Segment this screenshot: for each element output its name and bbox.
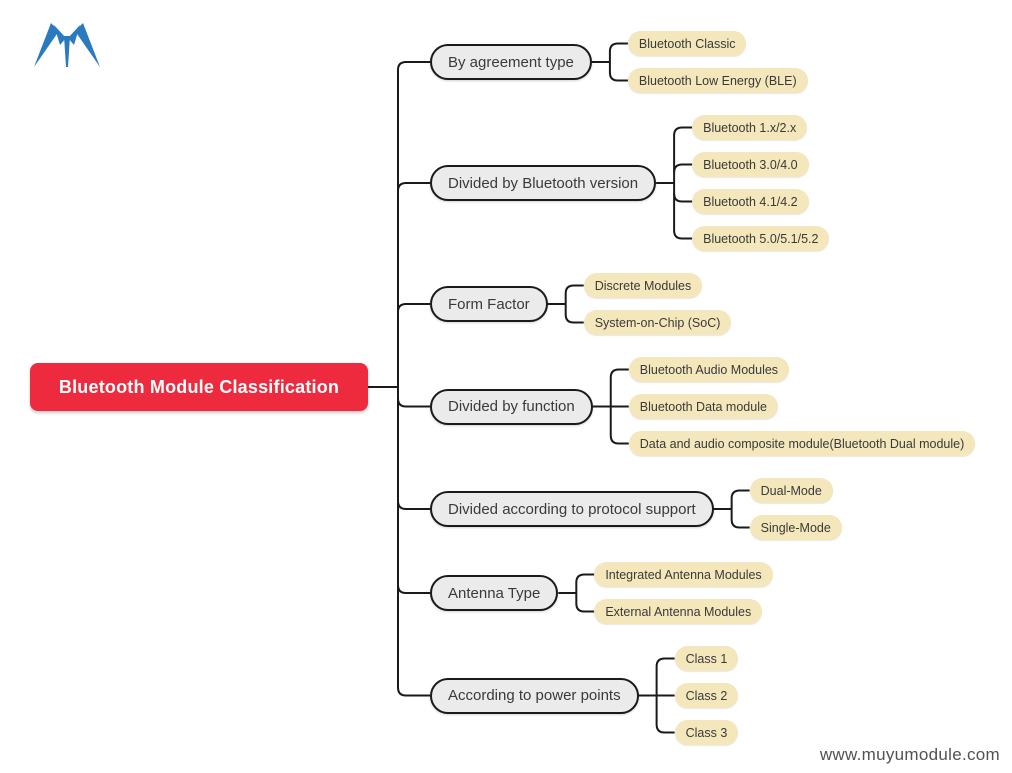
leaf-node: Single-Mode (749, 515, 842, 540)
root-node: Bluetooth Module Classification (30, 363, 368, 411)
branch-node: Divided by Bluetooth version (430, 165, 657, 201)
leaf-node: Class 1 (674, 646, 739, 671)
leaf-node: Bluetooth 4.1/4.2 (692, 189, 809, 214)
leaf-node: Dual-Mode (749, 478, 833, 503)
branch-node: Antenna Type (430, 575, 559, 611)
branch-row: According to power points Class 1 Class 2… (430, 646, 975, 745)
leaf-node: Bluetooth 5.0/5.1/5.2 (692, 226, 830, 251)
branch-node: By agreement type (430, 44, 592, 80)
branch-node-label: Divided by Bluetooth version (448, 174, 639, 192)
branch-node: Divided by function (430, 388, 593, 425)
leaf-node: External Antenna Modules (594, 599, 763, 624)
branch-node-label: Antenna Type (448, 584, 541, 602)
leaf-node: Discrete Modules (583, 273, 703, 298)
branch-row: Divided by Bluetooth version Bluetooth 1… (430, 115, 975, 251)
branch-node: Form Factor (430, 286, 548, 322)
leaf-node: Data and audio composite module(Bluetoot… (628, 431, 976, 456)
branch-node-label: Divided by function (448, 398, 575, 415)
leaf-node: Bluetooth 3.0/4.0 (692, 152, 809, 177)
branch-node-label: By agreement type (448, 53, 574, 71)
branch-row: Divided by function Bluetooth Audio Modu… (430, 357, 976, 456)
branch-node-label: Form Factor (448, 295, 530, 313)
leaf-node: Bluetooth Low Energy (BLE) (627, 68, 808, 93)
leaf-node: System-on-Chip (SoC) (583, 310, 732, 335)
branch-row: Divided according to protocol support Du… (430, 478, 975, 540)
branch-node: Divided according to protocol support (430, 491, 714, 527)
leaf-node: Class 3 (674, 720, 739, 745)
leaf-node: Class 2 (674, 683, 739, 708)
m-logo-icon (34, 23, 100, 67)
branch-node: According to power points (430, 677, 639, 714)
branch-children: Class 1 Class 2 Class 3 (674, 646, 739, 745)
watermark: www.muyumodule.com (819, 745, 1000, 764)
branch-node-label: Divided according to protocol support (448, 500, 696, 518)
root-node-label: Bluetooth Module Classification (58, 376, 340, 397)
leaf-node: Bluetooth Classic (627, 31, 747, 56)
leaf-node: Bluetooth Data module (628, 394, 778, 419)
branch-node-label: According to power points (448, 687, 621, 704)
leaf-node: Bluetooth 1.x/2.x (692, 115, 808, 140)
leaf-node: Integrated Antenna Modules (594, 562, 773, 587)
leaf-node: Bluetooth Audio Modules (628, 357, 790, 382)
